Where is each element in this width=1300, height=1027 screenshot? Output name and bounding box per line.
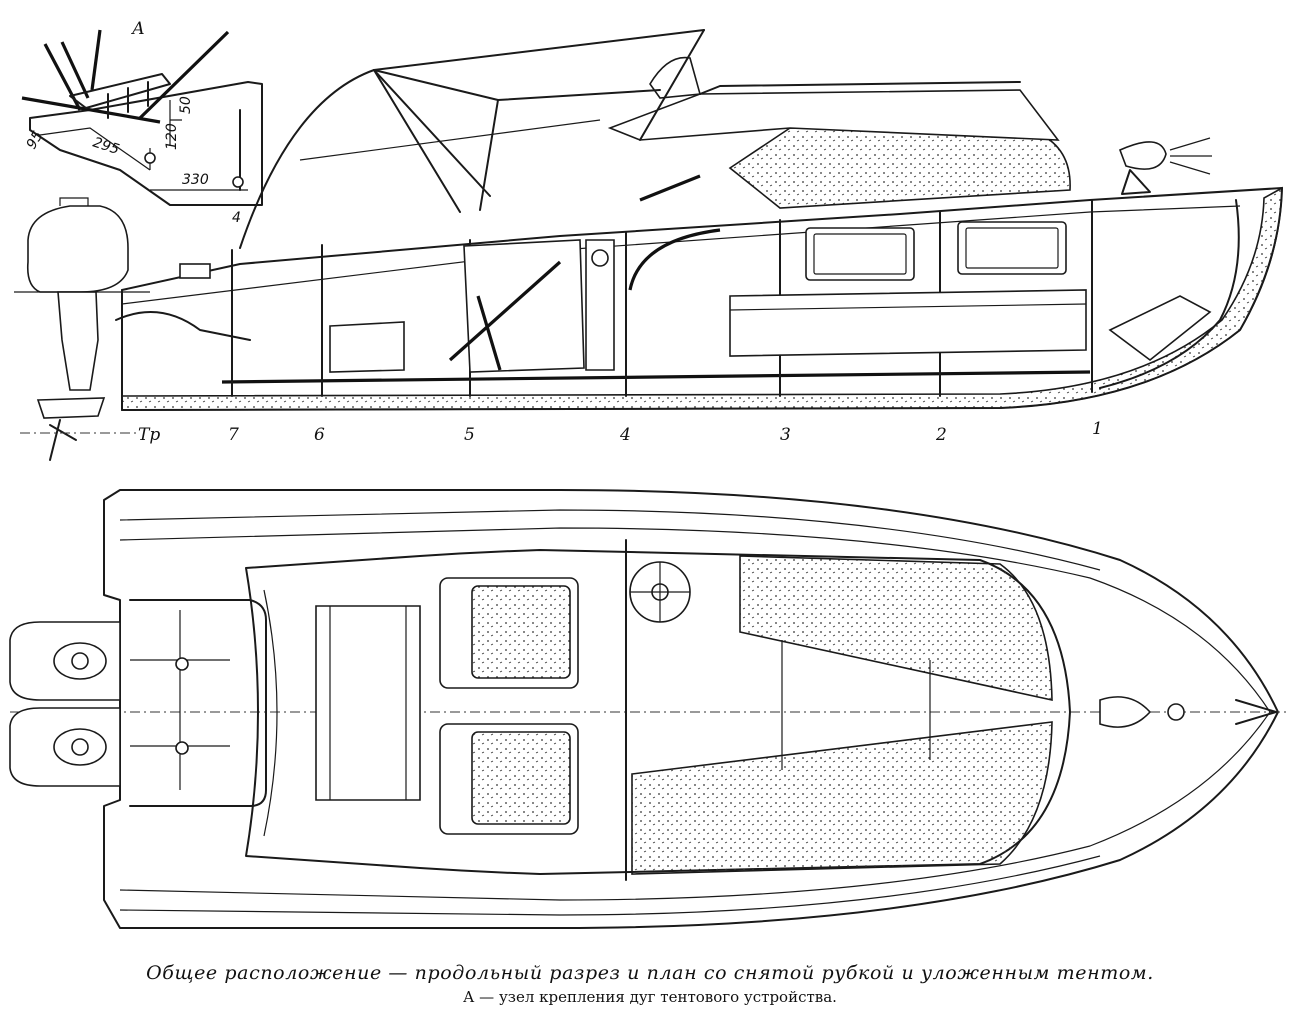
sheer-line — [121, 187, 1283, 291]
berth — [729, 289, 1087, 357]
motor-well — [129, 599, 267, 807]
frame-labels: 7 6 5 4 3 2 1 — [228, 419, 1103, 445]
detail-pin-2 — [232, 176, 244, 188]
plan-chair-1-cushion — [471, 585, 571, 679]
plan-deck-lines — [781, 640, 931, 770]
tent-arc-1 — [239, 29, 705, 249]
anchor — [1108, 295, 1212, 362]
steering-column — [628, 228, 721, 291]
porthole-1 — [805, 227, 915, 281]
detail-dim-95: 95 — [24, 128, 47, 152]
motor-cap — [59, 197, 89, 206]
tent-top-line — [497, 89, 661, 101]
plan-view — [9, 489, 1290, 929]
detail-hatch-line — [39, 127, 151, 171]
detail-dim-50: 50 — [178, 96, 194, 114]
tent-arc-5 — [639, 29, 705, 141]
detail-hull-section — [29, 81, 263, 206]
motor-leg — [57, 291, 99, 391]
porthole-1-glass — [813, 233, 907, 275]
detail-bow-arc-4 — [138, 30, 230, 120]
detail-frame-ref: 4 — [232, 210, 241, 226]
frame-label-6: 6 — [314, 425, 325, 445]
plan-aft-seat — [315, 605, 421, 801]
detail-dim-295: 295 — [91, 135, 121, 159]
porthole-2-glass — [965, 227, 1059, 269]
plan-bow-light — [1099, 696, 1152, 728]
detail-dim-330: 330 — [182, 172, 209, 188]
detail-a-label: А — [131, 19, 145, 39]
plan-aft-seat-rails — [329, 606, 407, 800]
foredeck-panel — [728, 127, 1071, 209]
bow-light-mount — [1121, 169, 1151, 195]
plan-chair-2-cushion — [471, 731, 571, 825]
steering-wheel-edge — [639, 174, 701, 202]
plan-foredeck-lower — [631, 721, 1053, 875]
propeller — [49, 419, 77, 461]
plan-stem-fitting — [1235, 699, 1277, 725]
tent-arc-2 — [373, 69, 461, 213]
transom-label: Тр — [138, 425, 160, 445]
caption-subtitle: А — узел крепления дуг тентового устройс… — [463, 988, 837, 1006]
plan-motor-lower-hub — [71, 738, 89, 756]
plan-steering-spokes — [630, 562, 690, 622]
frame-label-1: 1 — [1092, 419, 1103, 439]
tent-frame — [239, 29, 705, 249]
motor-foot — [36, 397, 106, 419]
caption-title: Общее расположение — продольный разрез и… — [146, 962, 1154, 984]
boat-drawing: А 95 295 120 50 330 4 Тр — [9, 19, 1290, 929]
cockpit-floor — [221, 370, 1091, 384]
detail-rivets — [107, 81, 149, 119]
stern-cable — [115, 311, 251, 341]
plan-motor-pivot-1 — [175, 657, 189, 671]
console-post — [585, 239, 615, 371]
seat-frame — [463, 239, 585, 373]
stem-inner — [1099, 199, 1240, 389]
stern-fitting — [179, 263, 211, 279]
seat-back-bar — [448, 260, 562, 362]
frame-label-2: 2 — [935, 425, 947, 445]
outboard-motor — [14, 197, 150, 461]
motor-cowl — [26, 205, 129, 293]
detail-bow-arc-1 — [60, 41, 90, 99]
plan-motor-linkage — [130, 610, 230, 790]
plan-cockpit-outline — [245, 549, 1071, 875]
figure-caption: Общее расположение — продольный разрез и… — [0, 962, 1300, 1006]
berth-edge — [729, 303, 1087, 311]
plan-hull-outline — [103, 489, 1279, 929]
tent-arc-3 — [373, 69, 491, 197]
console-knob — [591, 249, 609, 267]
fuel-tank — [329, 321, 405, 373]
bow-light — [1118, 141, 1167, 170]
plan-aft-bench — [263, 589, 278, 837]
plan-rub-rail-lower — [119, 855, 1101, 916]
plan-rub-rail-upper — [119, 509, 1101, 571]
frame-label-4: 4 — [619, 425, 631, 445]
deck-edge-line — [121, 205, 1241, 305]
detail-dim-lines-2 — [169, 100, 182, 146]
detail-a: А 95 295 120 50 330 4 — [21, 19, 263, 226]
detail-pin — [144, 152, 156, 164]
plan-motor-pivot-2 — [175, 741, 189, 755]
light-rays — [1169, 137, 1212, 175]
plan-foredeck-upper — [739, 555, 1053, 701]
frame-label-3: 3 — [780, 425, 791, 445]
frame-label-5: 5 — [464, 425, 475, 445]
detail-bow-arc-2 — [90, 29, 102, 91]
plan-bow-cleat — [1167, 703, 1185, 721]
cabin-rail — [699, 81, 1021, 95]
porthole-2 — [957, 221, 1067, 275]
windscreen-flap — [649, 56, 702, 99]
seat-leg — [476, 295, 502, 371]
tent-fabric-line — [299, 119, 601, 161]
plan-motors — [9, 610, 230, 790]
detail-bracket — [69, 73, 171, 109]
frame-label-7: 7 — [228, 425, 239, 445]
profile-view: Тр 7 6 5 4 3 2 1 — [14, 29, 1283, 461]
detail-tube — [21, 96, 161, 124]
plan-motor-upper-hub — [71, 652, 89, 670]
detail-dim-120: 120 — [164, 123, 180, 150]
